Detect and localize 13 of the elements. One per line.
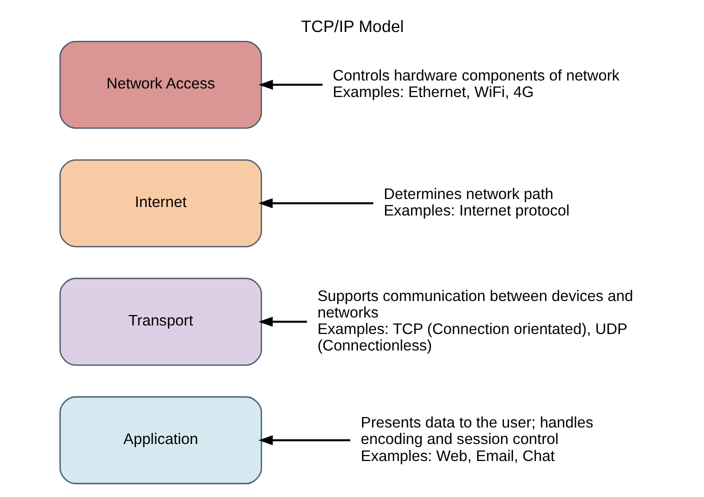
arrow <box>258 198 373 208</box>
node-text: Supports communication between devices and networks Examples: TCP (Connection orientated), UDP (Connectionless) <box>316 288 633 355</box>
node-text: Determines network path Examples: Internet protocol <box>383 186 570 220</box>
arrow <box>258 316 306 327</box>
node-text: Presents data to the user; handles encoding and session control Examples: Web, Email, Chat <box>360 414 593 465</box>
node-box: Application <box>58 396 262 484</box>
diagram-title: TCP/IP Model <box>300 16 404 36</box>
node-text: Controls hardware components of network Examples: Ethernet, WiFi, 4G <box>332 67 620 102</box>
node-box: Network Access <box>58 40 262 129</box>
arrow <box>258 80 322 90</box>
node-box: Transport <box>58 278 262 366</box>
arrow <box>258 435 350 446</box>
node-box: Internet <box>58 159 262 248</box>
